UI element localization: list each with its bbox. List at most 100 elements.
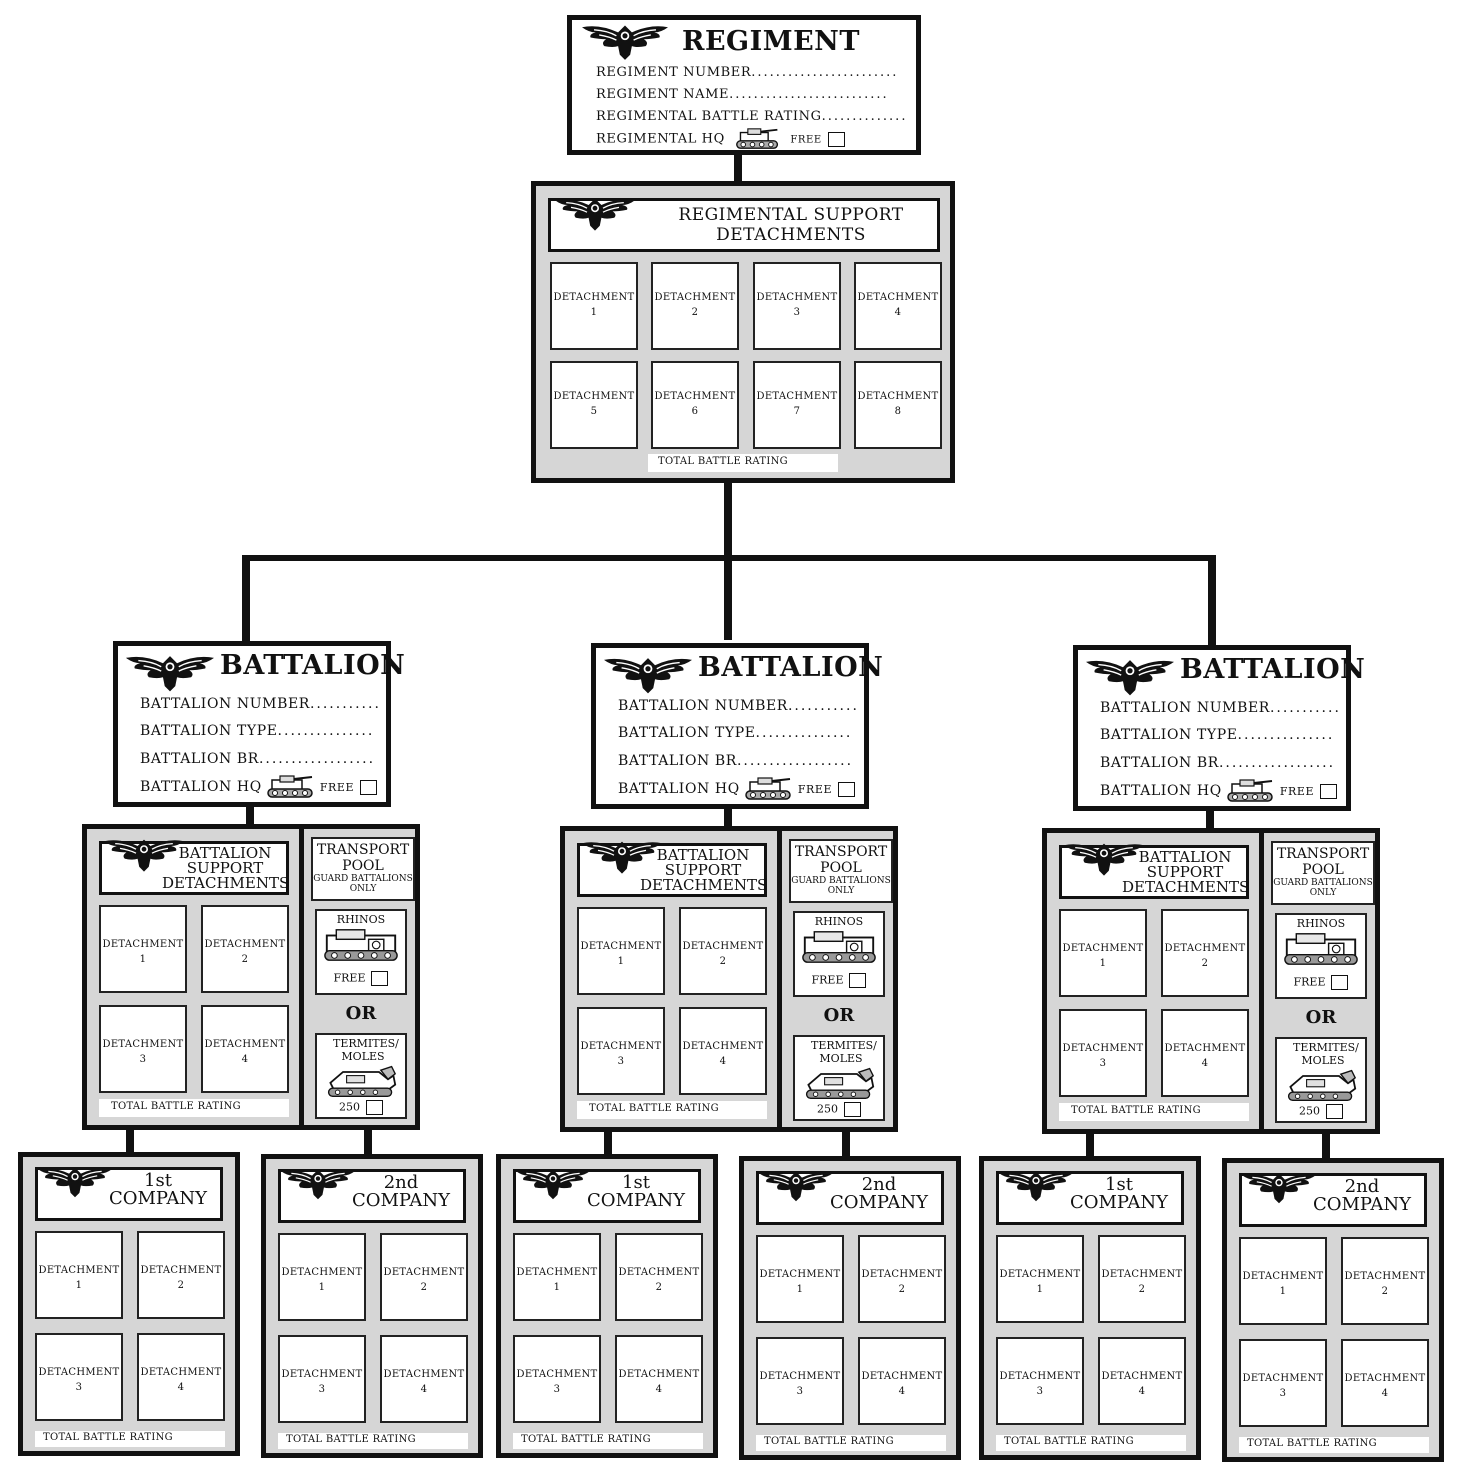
company-total-row[interactable]: TOTAL BATTLE RATING	[1239, 1437, 1429, 1453]
detachment-label: DETACHMENT	[140, 1367, 222, 1378]
regiment-free-checkbox[interactable]	[827, 131, 845, 147]
company-total-row[interactable]: TOTAL BATTLE RATING	[996, 1435, 1186, 1451]
company-total-row[interactable]: TOTAL BATTLE RATING	[756, 1435, 946, 1451]
battalion-type-field[interactable]: BATTALION TYPE...............	[1100, 727, 1335, 743]
rhinos-checkbox[interactable]	[371, 971, 389, 986]
rhinos-option[interactable]: RHINOS FREE	[315, 909, 407, 995]
termites-checkbox[interactable]	[844, 1102, 861, 1117]
transport-pool-title-line1: TRANSPORT	[1276, 846, 1370, 862]
transport-pool-subtitle: GUARD BATTALIONS ONLY	[791, 876, 891, 896]
battalion-type-field[interactable]: BATTALION TYPE...............	[140, 723, 375, 739]
battalion-type-field[interactable]: BATTALION TYPE...............	[618, 725, 853, 741]
regiment-number-field[interactable]: REGIMENT NUMBER........................	[596, 65, 899, 80]
termites-checkbox[interactable]	[1326, 1104, 1343, 1119]
termites-checkbox[interactable]	[366, 1100, 383, 1115]
regimental-total-row[interactable]: TOTAL BATTLE RATING	[648, 454, 838, 472]
battalion-number-field[interactable]: BATTALION NUMBER...........	[1100, 700, 1341, 716]
rhinos-option[interactable]: RHINOS FREE	[793, 911, 885, 997]
battalion-br-field[interactable]: BATTALION BR..................	[1100, 755, 1336, 771]
battalion-free-checkbox[interactable]	[838, 781, 856, 797]
detachment-number: 1	[553, 1282, 561, 1293]
battalion-total-row[interactable]: TOTAL BATTLE RATING	[99, 1099, 289, 1117]
company-total-row[interactable]: TOTAL BATTLE RATING	[513, 1433, 703, 1449]
regiment-rating-field[interactable]: REGIMENTAL BATTLE RATING..............	[596, 109, 908, 124]
battalion-total-row[interactable]: TOTAL BATTLE RATING	[577, 1101, 767, 1119]
company-total-row[interactable]: TOTAL BATTLE RATING	[35, 1431, 225, 1447]
termites-option[interactable]: TERMITES/ MOLES 250	[793, 1035, 885, 1121]
detachment-label: DETACHMENT	[102, 1039, 184, 1050]
rhinos-checkbox[interactable]	[1331, 975, 1349, 990]
regiment-free-label: FREE	[790, 134, 822, 146]
transport-pool-title-line2: POOL	[1302, 862, 1344, 878]
termites-cost: 250	[339, 1100, 360, 1114]
detachment-number: 4	[898, 1386, 906, 1397]
termites-option[interactable]: TERMITES/ MOLES 250	[1275, 1037, 1367, 1123]
battalion-number-field[interactable]: BATTALION NUMBER...........	[618, 698, 859, 714]
battalion-total-row[interactable]: TOTAL BATTLE RATING	[1059, 1103, 1249, 1121]
regiment-hq-label: REGIMENTAL HQ	[596, 131, 725, 147]
rhinos-checkbox[interactable]	[849, 973, 867, 988]
eagle-icon	[582, 22, 668, 60]
battalion-number-field[interactable]: BATTALION NUMBER...........	[140, 696, 381, 712]
rhinos-option[interactable]: RHINOS FREE	[1275, 913, 1367, 999]
detachment-number: 8	[894, 406, 902, 417]
detachment-label: DETACHMENT	[618, 1369, 700, 1380]
termites-option[interactable]: TERMITES/ MOLES 250	[315, 1033, 407, 1119]
company-total-row[interactable]: TOTAL BATTLE RATING	[278, 1433, 468, 1449]
detachment-label: DETACHMENT	[759, 1371, 841, 1382]
battalion-free-checkbox[interactable]	[1320, 783, 1338, 799]
battalion-br-field[interactable]: BATTALION BR..................	[140, 751, 376, 767]
regiment-name-field[interactable]: REGIMENT NAME..........................	[596, 87, 889, 102]
battalion-br-field[interactable]: BATTALION BR..................	[618, 753, 854, 769]
regiment-hq-field: REGIMENTAL HQ FREE	[596, 127, 845, 151]
battalion-free-checkbox[interactable]	[360, 779, 378, 795]
or-label: OR	[823, 1005, 855, 1026]
regiment-card: REGIMENT REGIMENT NUMBER................…	[567, 15, 921, 155]
